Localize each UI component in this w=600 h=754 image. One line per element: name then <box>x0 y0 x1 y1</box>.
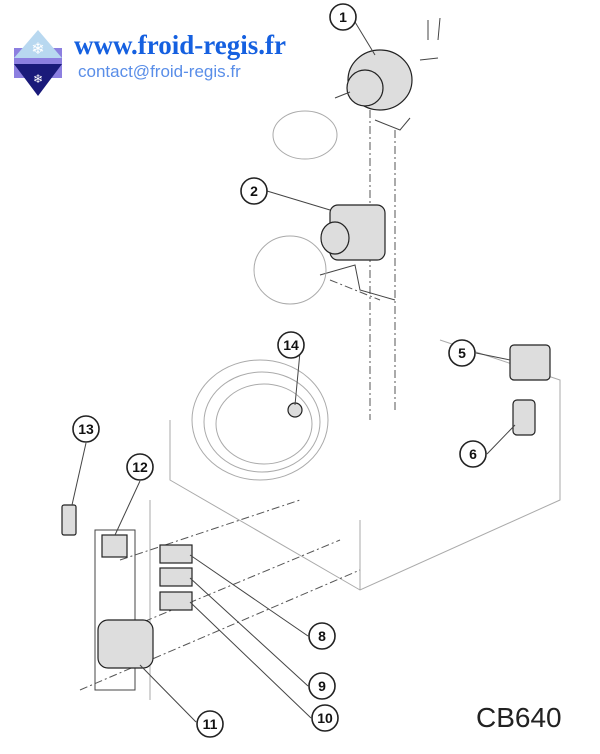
svg-text:10: 10 <box>317 710 333 726</box>
solenoid-valves <box>509 344 551 436</box>
svg-text:8: 8 <box>318 628 326 644</box>
svg-text:11: 11 <box>203 716 218 732</box>
callout-2: 2 <box>240 177 268 205</box>
condenser-coil <box>191 359 329 481</box>
fan-motor <box>253 204 396 305</box>
website-link[interactable]: www.froid-regis.fr <box>74 30 286 60</box>
svg-text:13: 13 <box>78 421 94 437</box>
pump-motor <box>272 17 441 160</box>
callout-1: 1 <box>329 3 357 31</box>
callout-13: 13 <box>72 415 100 443</box>
email-link[interactable]: contact@froid-regis.fr <box>78 62 241 81</box>
svg-text:❄: ❄ <box>31 41 44 58</box>
cabinet-outline <box>149 339 561 700</box>
assembly-guides <box>79 110 396 691</box>
electrical-components <box>61 504 193 691</box>
svg-text:6: 6 <box>469 446 477 462</box>
svg-text:❄: ❄ <box>33 72 43 86</box>
svg-text:9: 9 <box>318 678 326 694</box>
svg-text:5: 5 <box>458 345 466 361</box>
svg-text:1: 1 <box>339 9 347 25</box>
callout-9: 9 <box>308 672 336 700</box>
callout-5: 5 <box>448 339 476 367</box>
callout-14: 14 <box>277 331 305 359</box>
callout-8: 8 <box>308 622 336 650</box>
callout-6: 6 <box>459 440 487 468</box>
svg-text:14: 14 <box>283 337 299 353</box>
callout-11: 11 <box>196 710 224 738</box>
leader-lines <box>71 21 516 723</box>
svg-text:2: 2 <box>250 183 258 199</box>
callout-12: 12 <box>126 453 154 481</box>
svg-text:12: 12 <box>132 459 148 475</box>
callout-10: 10 <box>311 704 339 732</box>
model-code: CB640 <box>476 702 562 733</box>
froid-regis-logo: ❄ ❄ <box>14 30 62 96</box>
